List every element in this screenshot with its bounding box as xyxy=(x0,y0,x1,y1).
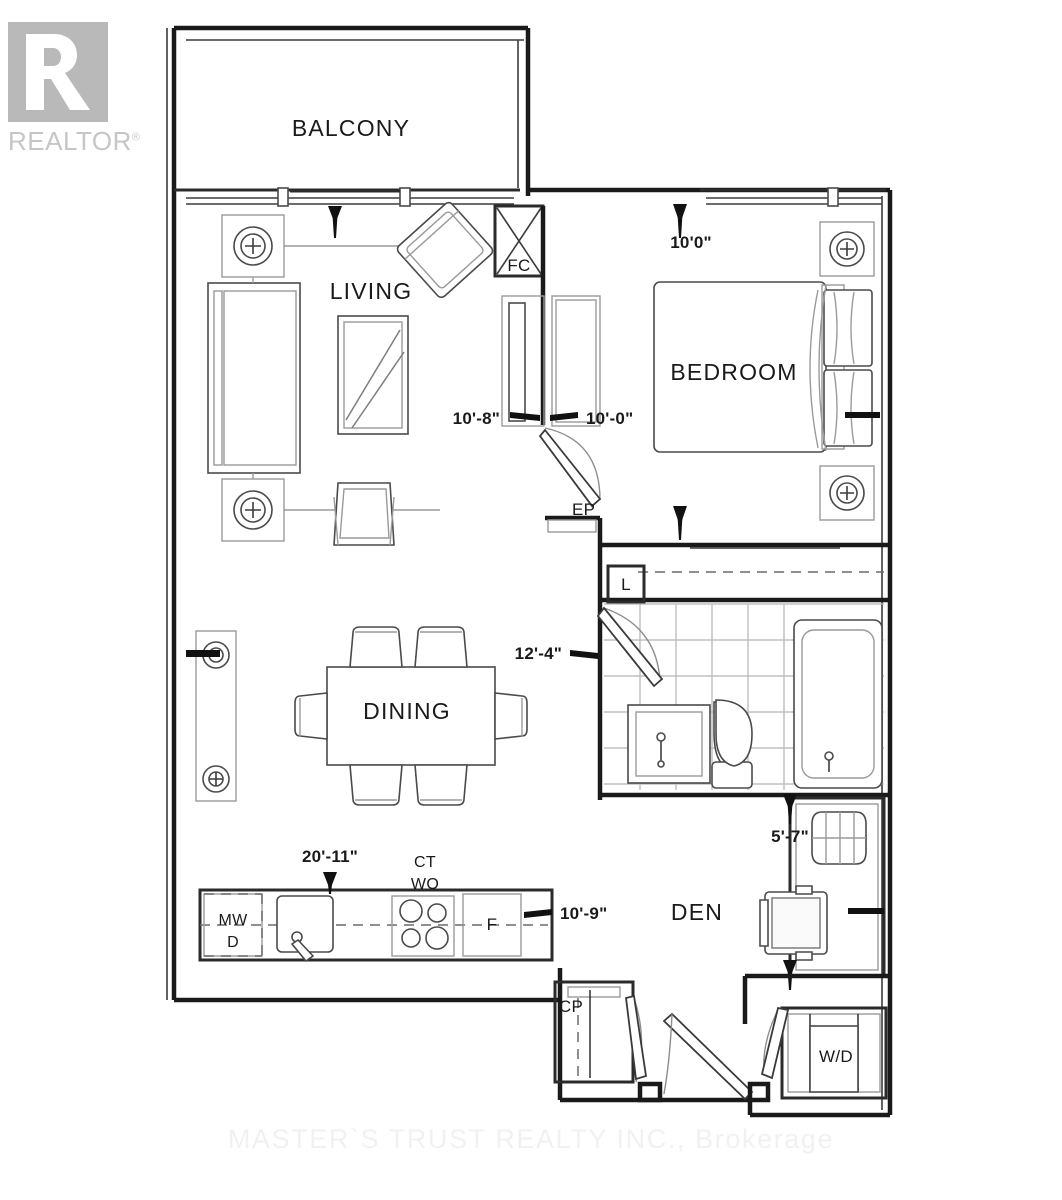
bathtub xyxy=(793,619,883,789)
armchair-angled xyxy=(396,201,494,299)
realtor-r-glyph xyxy=(8,22,108,122)
room-label-living: LIVING xyxy=(330,278,413,304)
room-label-bedroom: BEDROOM xyxy=(670,359,797,385)
hallway: L xyxy=(597,545,890,800)
dimension-arrows-mid xyxy=(510,412,578,421)
bed xyxy=(653,281,827,453)
dining-furniture xyxy=(186,626,598,806)
coat-closet: CP xyxy=(553,980,648,1084)
room-label-den: DEN xyxy=(671,899,723,925)
vanity xyxy=(627,704,711,784)
realtor-wordmark-text: REALTOR xyxy=(8,126,132,156)
laundry-closet: W/D xyxy=(760,1006,888,1100)
kitchen-sink xyxy=(276,895,334,953)
entry-door xyxy=(637,1012,771,1103)
hall-closet-unit xyxy=(501,295,601,427)
registered-mark-icon: ® xyxy=(131,131,141,144)
bedroom-door xyxy=(538,427,890,548)
bathroom xyxy=(596,603,890,798)
dimension-bedroom-width: 10'0" xyxy=(670,233,711,252)
den-lamp xyxy=(811,811,867,865)
dimension-dining-width: 12'-4" xyxy=(515,644,562,663)
refrigerator xyxy=(462,893,522,957)
dimension-bedroom-depth: 10'-0" xyxy=(586,409,633,428)
fixture-label-microwave: MW xyxy=(218,912,248,929)
cooktop xyxy=(391,895,455,957)
realtor-logo: REALTOR® xyxy=(8,22,140,156)
fixture-label-electrical-panel: EP xyxy=(572,500,595,519)
den xyxy=(742,794,890,1024)
toilet xyxy=(711,699,753,789)
realtor-wordmark: REALTOR® xyxy=(8,126,141,157)
kitchen: MW D F CT WO xyxy=(198,854,554,963)
fixture-label-washer-dryer: W/D xyxy=(819,1047,853,1066)
bedroom-furniture xyxy=(653,204,880,540)
fixture-label-wall-oven: WO xyxy=(411,876,439,893)
fixture-label-coat-closet: CP xyxy=(559,997,583,1016)
console-table xyxy=(195,630,237,802)
dimension-living-width: 10'-8" xyxy=(453,409,500,428)
fixture-label-fridge: F xyxy=(487,915,498,934)
realtor-r-mark xyxy=(8,22,108,122)
dimension-den-width: 5'-7" xyxy=(771,827,809,846)
fan-coil-closet: FC xyxy=(493,204,546,425)
dimension-overall-length: 20'-11" xyxy=(302,847,358,866)
fixture-label-dishwasher: D xyxy=(227,934,239,951)
room-label-balcony: BALCONY xyxy=(292,115,410,141)
living-room-furniture xyxy=(207,201,494,546)
fixture-label-linen: L xyxy=(621,575,631,594)
room-label-dining: DINING xyxy=(363,698,451,724)
fixture-label-cooktop: CT xyxy=(414,854,436,871)
den-chair xyxy=(759,885,828,961)
fixture-label-fan-coil: FC xyxy=(507,256,530,275)
dimension-kitchen-depth: 10'-9" xyxy=(560,904,607,923)
window-band-north xyxy=(174,187,886,207)
armchair-bottom xyxy=(333,482,395,546)
